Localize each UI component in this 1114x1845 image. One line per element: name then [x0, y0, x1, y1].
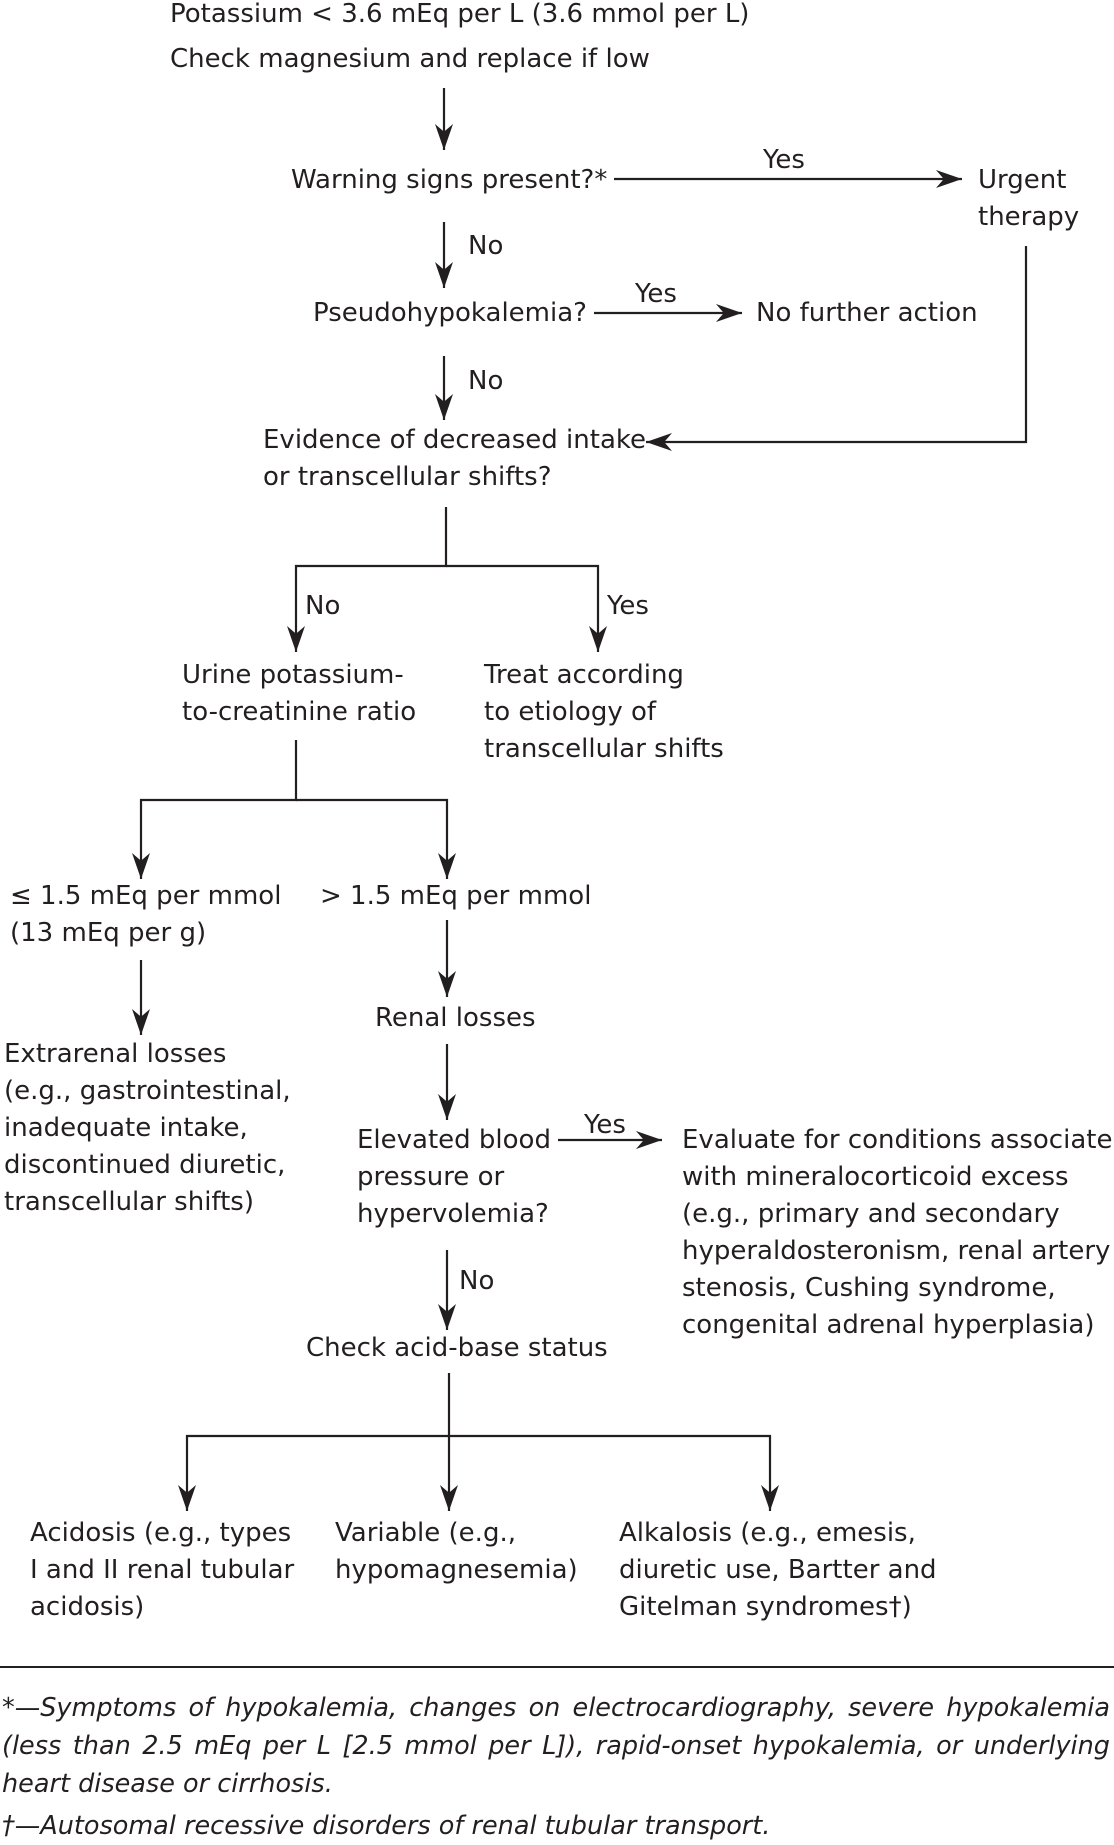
start-line-2: Check magnesium and replace if low [170, 44, 650, 74]
edge-label-bp-no: No [459, 1266, 495, 1296]
acid-base-node: Check acid-base status [306, 1330, 608, 1367]
urgent-line-2: therapy [978, 202, 1080, 232]
elevated-bp-line-3: hypervolemia? [357, 1199, 549, 1229]
split-urine-high [296, 798, 456, 879]
start-line-1: Potassium < 3.6 mEq per L (3.6 mmol per … [170, 0, 750, 29]
urine-line-2: to-creatinine ratio [182, 697, 417, 727]
alkalosis-line-2: diuretic use, Bartter and [619, 1555, 937, 1585]
evaluate-line-3: (e.g., primary and secondary [682, 1199, 1060, 1229]
extrarenal-line-3: inadequate intake, [4, 1113, 248, 1143]
edge-label-pseudo-no: No [468, 366, 504, 396]
alkalosis-line-3: Gitelman syndromes†) [619, 1592, 912, 1622]
urine-line-1: Urine potassium- [182, 660, 404, 690]
extrarenal-line-2: (e.g., gastrointestinal, [4, 1076, 291, 1106]
footnote-star: *—Symptoms of hypokalemia, changes on el… [2, 1693, 1110, 1799]
treat-line-3: transcellular shifts [484, 734, 724, 764]
renal-line-1: Renal losses [375, 1003, 536, 1033]
edge-label-evidence-yes: Yes [607, 591, 649, 621]
low-ratio-line-2: (13 mEq per g) [10, 918, 207, 948]
edge-label-pseudo-yes: Yes [635, 279, 677, 309]
extrarenal-line-4: discontinued diuretic, [4, 1150, 286, 1180]
no-further-line-1: No further action [756, 298, 978, 328]
warning-signs-node: Warning signs present?* [291, 162, 607, 199]
evaluate-node: Evaluate for conditions associated with … [682, 1122, 1114, 1344]
split-alkalosis [449, 1434, 779, 1511]
extrarenal-line-1: Extrarenal losses [4, 1039, 227, 1069]
alkalosis-line-1: Alkalosis (e.g., emesis, [619, 1518, 916, 1548]
acid-base-line-1: Check acid-base status [306, 1333, 608, 1363]
urgent-line-1: Urgent [978, 165, 1067, 195]
edge-label-warning-yes: Yes [763, 145, 805, 175]
evaluate-line-1: Evaluate for conditions associated [682, 1125, 1114, 1155]
treat-line-1: Treat according [484, 660, 684, 690]
pseudo-line-1: Pseudohypokalemia? [313, 298, 587, 328]
elevated-bp-line-1: Elevated blood [357, 1125, 551, 1155]
evaluate-line-4: hyperaldosteronism, renal artery [682, 1236, 1111, 1266]
split-acidosis [178, 1434, 449, 1511]
variable-line-1: Variable (e.g., [335, 1518, 516, 1548]
edge-label-evidence-no: No [305, 591, 341, 621]
low-ratio-node: ≤ 1.5 mEq per mmol (13 mEq per g) [10, 878, 281, 952]
extrarenal-node: Extrarenal losses (e.g., gastrointestina… [4, 1036, 291, 1221]
elevated-bp-node: Elevated blood pressure or hypervolemia? [357, 1122, 551, 1233]
footnote-dagger: †—Autosomal recessive disorders of renal… [2, 1811, 771, 1841]
urine-ratio-node: Urine potassium- to-creatinine ratio [182, 657, 416, 731]
high-ratio-line-1: > 1.5 mEq per mmol [320, 881, 592, 911]
acidosis-line-3: acidosis) [30, 1592, 145, 1622]
variable-line-2: hypomagnesemia) [335, 1555, 578, 1585]
acidosis-node: Acidosis (e.g., types I and II renal tub… [30, 1515, 294, 1626]
high-ratio-node: > 1.5 mEq per mmol [320, 878, 591, 915]
evidence-line-1: Evidence of decreased intake [263, 425, 647, 455]
treat-line-2: to etiology of [484, 697, 657, 727]
evidence-node: Evidence of decreased intake or transcel… [263, 422, 646, 496]
extrarenal-line-5: transcellular shifts) [4, 1187, 254, 1217]
evidence-line-2: or transcellular shifts? [263, 462, 552, 492]
pseudohypokalemia-node: Pseudohypokalemia? [313, 295, 587, 332]
split-evidence-yes [446, 564, 607, 652]
start-node: Potassium < 3.6 mEq per L (3.6 mmol per … [170, 0, 749, 78]
low-ratio-line-1: ≤ 1.5 mEq per mmol [10, 881, 282, 911]
renal-losses-node: Renal losses [375, 1000, 536, 1037]
warning-line-1: Warning signs present?* [291, 165, 608, 195]
evaluate-line-5: stenosis, Cushing syndrome, [682, 1273, 1056, 1303]
no-further-action-node: No further action [756, 295, 978, 332]
edge-label-bp-yes: Yes [584, 1110, 626, 1140]
elevated-bp-line-2: pressure or [357, 1162, 505, 1192]
acidosis-line-1: Acidosis (e.g., types [30, 1518, 292, 1548]
split-urine-low [132, 740, 298, 879]
split-evidence [287, 507, 448, 652]
edge-label-warning-no: No [468, 231, 504, 261]
acidosis-line-2: I and II renal tubular [30, 1555, 295, 1585]
evaluate-line-2: with mineralocorticoid excess [682, 1162, 1069, 1192]
treat-etiology-node: Treat according to etiology of transcell… [484, 657, 724, 768]
alkalosis-node: Alkalosis (e.g., emesis, diuretic use, B… [619, 1515, 937, 1626]
urgent-therapy-node: Urgent therapy [978, 162, 1079, 236]
variable-node: Variable (e.g., hypomagnesemia) [335, 1515, 578, 1589]
arrow-urgent-to-evidence [646, 246, 1028, 451]
evaluate-line-6: congenital adrenal hyperplasia) [682, 1310, 1095, 1340]
